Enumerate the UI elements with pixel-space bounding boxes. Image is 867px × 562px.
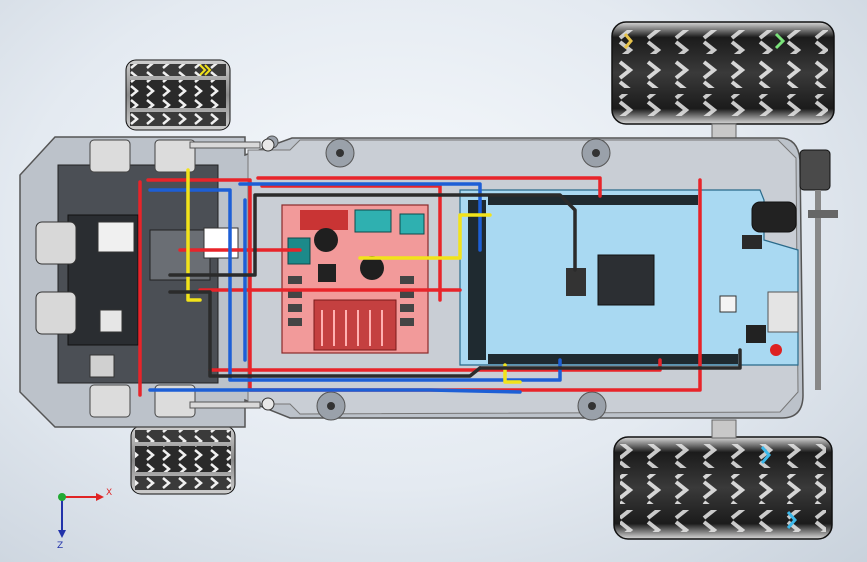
front-steering-assembly: [35, 138, 275, 418]
triad-z-label: Z: [57, 541, 63, 551]
coordinate-triad-icon: X Z: [57, 488, 112, 551]
motor-driver-board: [281, 204, 429, 354]
front-wheel-top: [125, 59, 231, 131]
front-wheel-bottom: [130, 425, 236, 495]
wiring-harness: [138, 168, 742, 397]
rear-wheel-bottom: [613, 419, 833, 540]
triad-x-label: X: [106, 488, 112, 498]
rear-mount: [799, 149, 838, 390]
controller-board: [459, 189, 799, 366]
rear-wheel-top: [611, 21, 835, 139]
